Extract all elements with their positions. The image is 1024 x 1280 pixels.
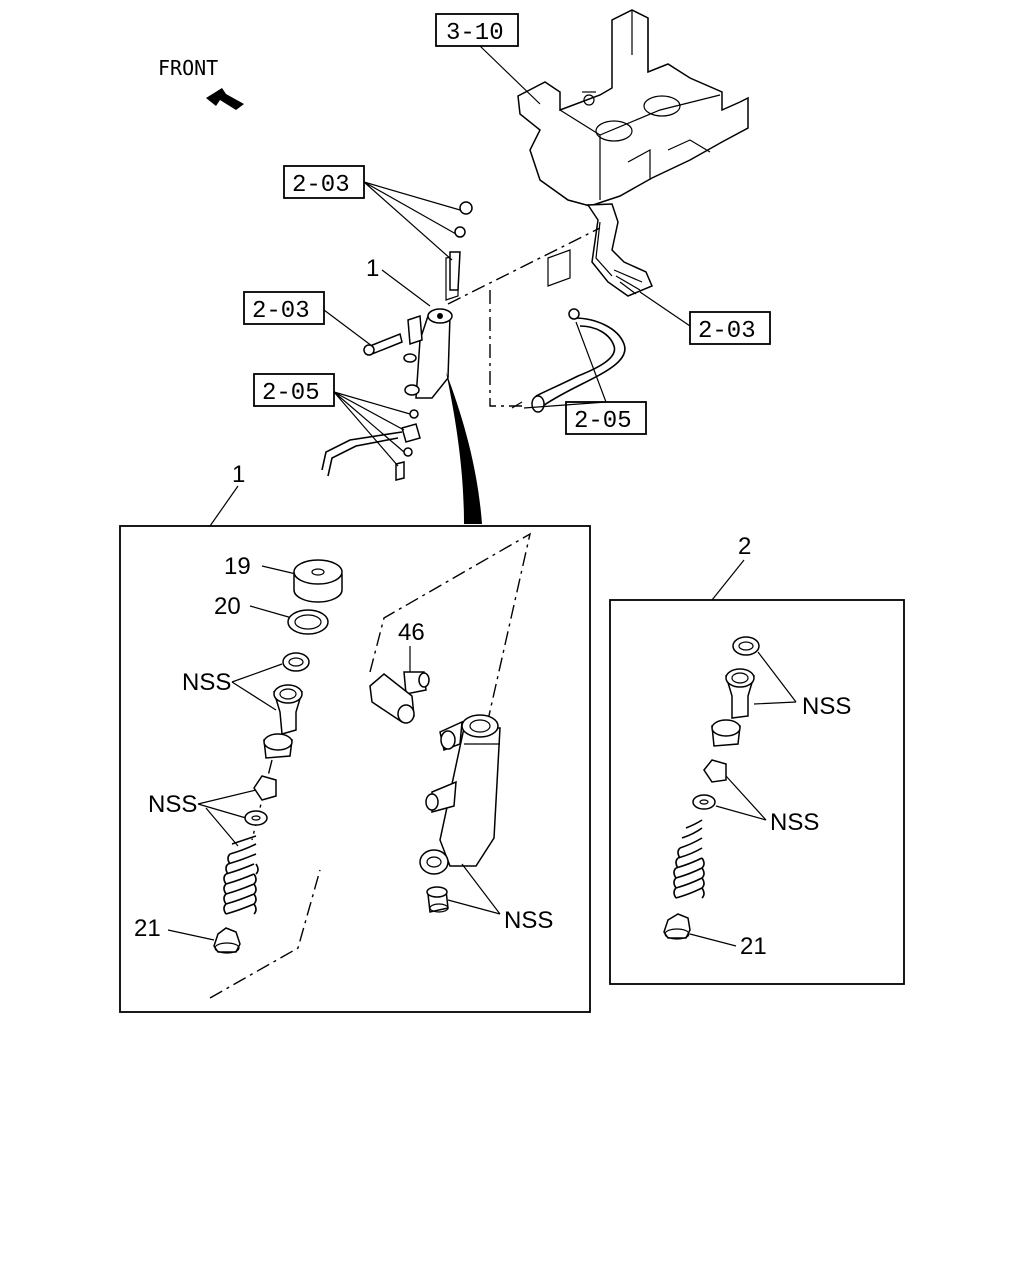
- ref-box-2-05-hose[interactable]: 2-05: [565, 401, 647, 435]
- master-cylinder-upper: [403, 255, 459, 399]
- ref-box-2-03-pedal[interactable]: 2-03: [689, 311, 771, 345]
- label-nss-seals: NSS: [182, 669, 231, 696]
- hose-fitting: [369, 671, 430, 724]
- detail-panel-1: [119, 525, 591, 1013]
- callout-cylinder-assy: 1: [366, 255, 379, 282]
- label-nss-seals-panel2: NSS: [802, 693, 851, 720]
- mount-left: [321, 409, 421, 481]
- label-21-panel1: 21: [134, 915, 161, 942]
- ref-box-2-03-top[interactable]: 2-03: [283, 165, 365, 199]
- master-cylinder-detail: [419, 714, 501, 875]
- callout-kit-1: 1: [232, 461, 245, 488]
- ref-2-03-left-label: 2-03: [252, 298, 310, 325]
- label-19: 19: [224, 553, 251, 580]
- ref-2-03-pedal-label: 2-03: [698, 318, 756, 345]
- label-nss-valve-panel2: NSS: [770, 809, 819, 836]
- label-46: 46: [398, 619, 425, 646]
- label-nss-bleeder: NSS: [504, 907, 553, 934]
- gasket: [287, 609, 329, 635]
- detail-arrow-icon: [446, 372, 482, 524]
- valve-parts: [244, 775, 277, 826]
- hardware-top: [449, 201, 473, 291]
- front-label: FRONT: [158, 56, 218, 80]
- bleeder-cap: [426, 886, 449, 913]
- ref-3-10-label: 3-10: [446, 20, 504, 47]
- label-21-panel2: 21: [740, 933, 767, 960]
- return-spring: [223, 835, 259, 915]
- clutch-pedal: [547, 203, 653, 297]
- return-spring-panel2: [673, 819, 705, 899]
- hose: [511, 308, 626, 413]
- detail-panel-2: [609, 599, 905, 985]
- front-arrow-icon: [206, 88, 244, 110]
- ref-box-2-03-left[interactable]: 2-03: [243, 291, 325, 325]
- valve-parts-panel2: [692, 759, 727, 810]
- end-plug-panel1: [213, 927, 241, 954]
- ref-2-05-left-label: 2-05: [262, 380, 320, 407]
- piston-seals: [263, 652, 310, 759]
- end-plug-panel2: [663, 913, 691, 940]
- label-20: 20: [214, 593, 241, 620]
- label-nss-valve: NSS: [148, 791, 197, 818]
- ref-box-3-10[interactable]: 3-10: [435, 13, 519, 47]
- pedal-bracket: [517, 9, 749, 207]
- ref-box-2-05-left[interactable]: 2-05: [253, 373, 335, 407]
- callout-kit-2: 2: [738, 533, 751, 560]
- ref-2-03-top-label: 2-03: [292, 172, 350, 199]
- ref-2-05-hose-label: 2-05: [574, 408, 632, 435]
- piston-seals-panel2: [711, 636, 760, 747]
- reservoir-cap: [293, 559, 343, 603]
- bolt-left: [363, 332, 403, 356]
